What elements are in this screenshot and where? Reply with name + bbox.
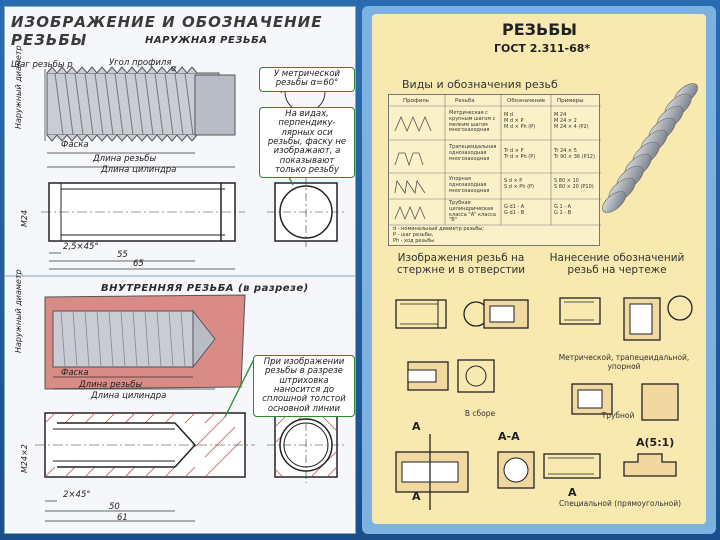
- row-pipe-designation: G d1 - A G d1 - B: [504, 204, 525, 216]
- m24-dim: М24: [20, 209, 29, 227]
- views-note: На видах, перпендику- лярных оси резьбы,…: [259, 107, 355, 179]
- section-note: При изображении резьбы в разрезе штрихов…: [253, 355, 355, 418]
- dim-50: 50: [109, 502, 120, 512]
- left-title: ИЗОБРАЖЕНИЕ И ОБОЗНАЧЕНИЕ РЕЗЬБЫ: [11, 13, 323, 49]
- thread-length-label: Длина резьбы: [93, 154, 157, 164]
- views-heading: Виды и обозначения резьб: [402, 78, 558, 91]
- thread-table: Профиль Резьба Обозначение Примеры: [388, 94, 601, 246]
- internal-chamfer-dim: 2×45°: [63, 490, 91, 500]
- panel-separator: [5, 275, 355, 277]
- images-heading: Изображения резьб на стержне и в отверст…: [396, 252, 526, 277]
- internal-heading: ВНУТРЕННЯЯ РЕЗЬБА (в разрезе): [101, 283, 309, 294]
- label-a-5-1: А(5:1): [636, 436, 675, 449]
- row-metric-examples: M 24 M 24 × 2 M 24 × 4 (P2): [554, 112, 589, 130]
- label-a-bottom: А: [412, 490, 421, 503]
- profile-angle-label: Угол профиля: [109, 58, 172, 68]
- left-panel: ИЗОБРАЖЕНИЕ И ОБОЗНАЧЕНИЕ РЕЗЬБЫ НАРУЖНА…: [4, 6, 356, 534]
- table-grid: [389, 95, 601, 226]
- threaded-rod-illustration: [602, 83, 698, 213]
- table-header-examples: Примеры: [557, 98, 584, 104]
- caption-special: Специальной (прямоугольной): [558, 499, 682, 508]
- alpha-label: α: [171, 64, 177, 74]
- internal-thread-length-label: Длина резьбы: [79, 380, 143, 390]
- row-trap-thread: Трапецеидальная однозаходная многозаходн…: [449, 144, 497, 162]
- pitch-label: Шаг резьбы р: [11, 60, 73, 70]
- table-footnote: d - номинальный диаметр резьбы; P - шаг …: [393, 226, 484, 244]
- internal-major-diameter-label: Наружный диаметр: [14, 269, 23, 353]
- dim-55: 55: [117, 250, 128, 260]
- row-trap-designation: Tr d × P Tr d × Ph (P): [504, 148, 536, 160]
- external-thread-drawing: [41, 66, 345, 270]
- table-header-designation: Обозначение: [507, 98, 546, 104]
- right-panel-content: РЕЗЬБЫ ГОСТ 2.311-68* Виды и обозначения…: [372, 14, 706, 524]
- chamfer-label: Фаска: [61, 140, 89, 150]
- cylinder-length-label: Длина цилиндра: [101, 165, 177, 175]
- row-pipe-examples: G 1 - A G 1 - B: [554, 204, 572, 216]
- caption-pipe: Трубной: [601, 411, 635, 420]
- external-heading: НАРУЖНАЯ РЕЗЬБА: [145, 35, 268, 46]
- caption-metric: Метрической, трапецеидальной, упорной: [558, 353, 690, 371]
- gost-label: ГОСТ 2.311-68*: [494, 42, 591, 55]
- row-buttress-examples: S 80 × 10 S 80 × 20 (P10): [554, 178, 594, 190]
- right-title: РЕЗЬБЫ: [502, 20, 577, 39]
- internal-m24-dim: М24×2: [20, 444, 29, 473]
- table-header-profile: Профиль: [403, 98, 430, 104]
- row-metric-designation: M d M d × P M d × Ph (P): [504, 112, 536, 130]
- dim-65: 65: [133, 259, 144, 269]
- row-buttress-thread: Упорная однозаходная многозаходная: [449, 176, 490, 194]
- row-pipe-thread: Трубная цилиндрическая класса "A" класса…: [449, 200, 496, 224]
- label-a-a: А-А: [498, 430, 520, 443]
- thread-drawings: [395, 295, 693, 510]
- label-a-special: А: [568, 486, 577, 499]
- table-header-thread: Резьба: [455, 98, 475, 104]
- right-panel: РЕЗЬБЫ ГОСТ 2.311-68* Виды и обозначения…: [362, 6, 716, 534]
- marking-heading: Нанесение обозначений резьб на чертеже: [549, 252, 685, 277]
- caption-assembly: В сборе: [464, 409, 496, 418]
- internal-chamfer-label: Фаска: [61, 368, 89, 378]
- metric-angle-note: У метрической резьбы α=60°: [259, 67, 355, 92]
- major-diameter-label: Наружный диаметр: [14, 45, 23, 129]
- chamfer-dim: 2,5×45°: [63, 242, 99, 252]
- label-a-top: А: [412, 420, 421, 433]
- row-buttress-designation: S d × P S d × Ph (P): [504, 178, 534, 190]
- dim-61: 61: [117, 513, 128, 523]
- row-metric-thread: Метрическая с крупным шагом с мелким шаг…: [449, 110, 496, 134]
- internal-thread-drawing: [35, 294, 345, 522]
- internal-cylinder-length-label: Длина цилиндра: [91, 391, 167, 401]
- row-trap-examples: Tr 24 × 5 Tr 90 × 36 (P12): [554, 148, 595, 160]
